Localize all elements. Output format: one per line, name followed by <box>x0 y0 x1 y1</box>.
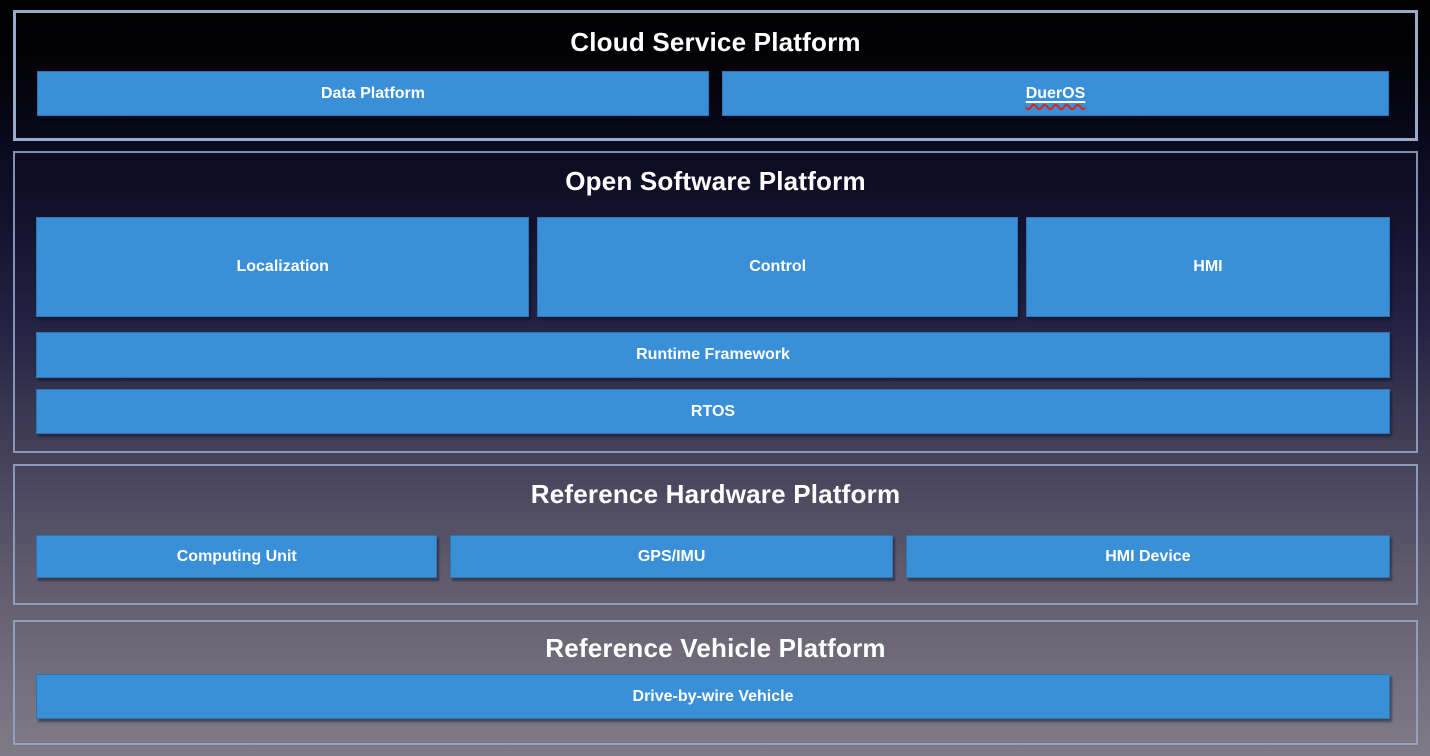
section-reference-hardware-platform: Reference Hardware Platform Computing Un… <box>13 464 1418 605</box>
box-computing-unit: Computing Unit <box>36 535 438 578</box>
section-title-cloud-service-platform: Cloud Service Platform <box>570 27 861 57</box>
section-title-reference-hardware-platform: Reference Hardware Platform <box>530 479 901 509</box>
box-drive-by-wire-vehicle: Drive-by-wire Vehicle <box>36 674 1390 719</box>
box-hmi-device: HMI Device <box>905 535 1390 578</box>
box-gps-imu: GPS/IMU <box>450 535 893 578</box>
box-rtos: RTOS <box>36 389 1390 434</box>
section-cloud-service-platform: Cloud Service Platform Data Platform Due… <box>13 10 1418 141</box>
dueros-spellcheck-underline: DuerOS <box>1026 85 1086 103</box>
box-runtime-framework: Runtime Framework <box>36 332 1390 378</box>
vehicle-boxes-row: Drive-by-wire Vehicle <box>15 674 1416 719</box>
box-hmi: HMI <box>1025 217 1390 317</box>
box-data-platform: Data Platform <box>37 71 709 116</box>
software-modules-row: Localization Control HMI <box>15 217 1416 317</box>
rtos-row: RTOS <box>15 389 1416 434</box>
section-title-reference-vehicle-platform: Reference Vehicle Platform <box>545 633 886 663</box>
section-open-software-platform: Open Software Platform Localization Cont… <box>13 151 1418 453</box>
box-dueros: DuerOS <box>721 71 1389 116</box>
section-title-open-software-platform: Open Software Platform <box>565 166 866 196</box>
box-localization: Localization <box>36 217 530 317</box>
dueros-link[interactable]: DuerOS <box>1025 84 1086 102</box>
box-control: Control <box>537 217 1018 317</box>
section-reference-vehicle-platform: Reference Vehicle Platform Drive-by-wire… <box>13 620 1418 745</box>
cloud-boxes-row: Data Platform DuerOS <box>16 71 1415 116</box>
hardware-boxes-row: Computing Unit GPS/IMU HMI Device <box>15 535 1416 578</box>
runtime-framework-row: Runtime Framework <box>15 332 1416 378</box>
